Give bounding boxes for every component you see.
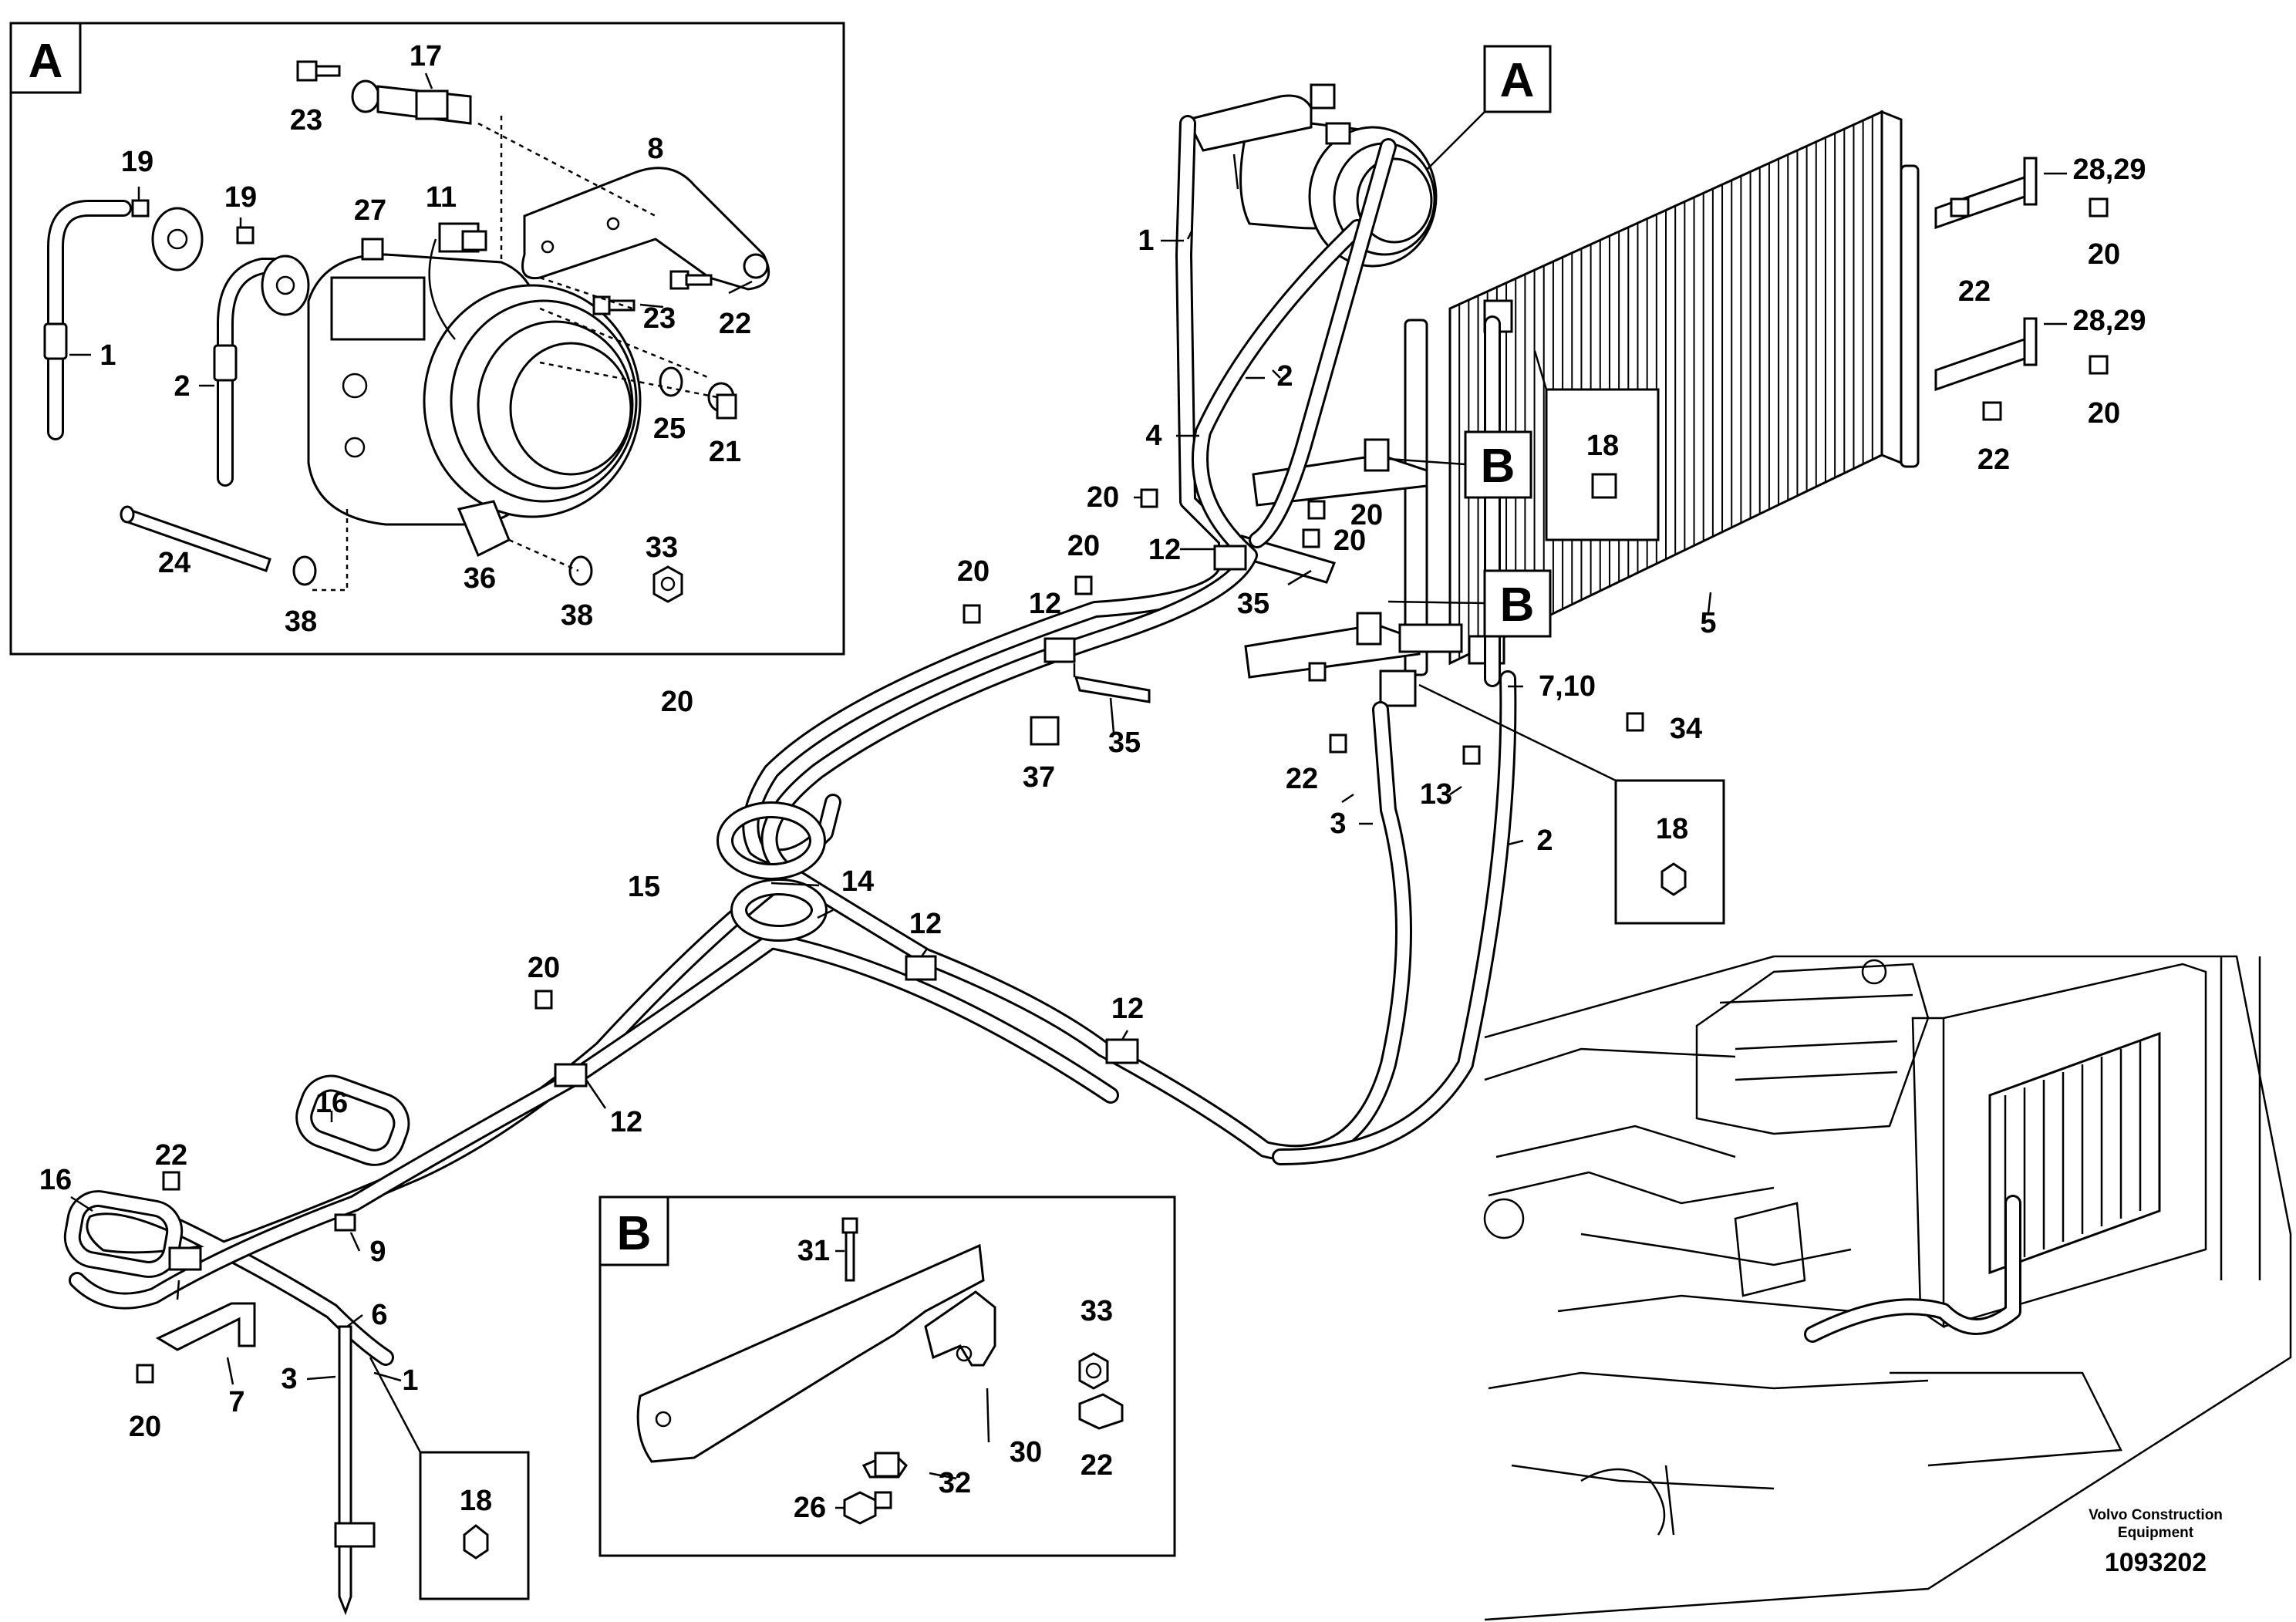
callout-b-31: 31 <box>797 1235 830 1267</box>
callout-b-33: 33 <box>1081 1295 1113 1327</box>
callout-m-5: 5 <box>1700 607 1716 639</box>
document-number: 1093202 <box>2105 1548 2207 1577</box>
callout-m-22b: 22 <box>1286 763 1318 795</box>
callout-23: 23 <box>290 104 322 137</box>
callout-22: 22 <box>719 308 751 340</box>
callout-m-20h: 20 <box>2088 238 2120 271</box>
callout-m-20d: 20 <box>957 555 990 588</box>
callout-m-13: 13 <box>1420 778 1452 811</box>
callout-8: 8 <box>647 133 663 165</box>
callout-24: 24 <box>158 547 190 579</box>
callout-m-6: 6 <box>371 1299 387 1331</box>
callout-m-12b: 12 <box>1029 588 1061 620</box>
callout-m-7-10: 7,10 <box>1539 670 1596 703</box>
callout-m-35a: 35 <box>1237 588 1269 620</box>
callout-m-22d: 22 <box>1977 443 2010 476</box>
callout-m-7: 7 <box>228 1386 244 1418</box>
callout-m-14: 14 <box>841 865 874 898</box>
detail-b-panel: B 31 33 22 30 32 26 <box>598 1195 1176 1557</box>
callout-m-28-29b: 28,29 <box>2072 305 2146 337</box>
callout-m-20a: 20 <box>1087 481 1119 514</box>
callout-m-20j: 20 <box>661 686 693 718</box>
callout-21: 21 <box>709 436 741 468</box>
callout-m-4: 4 <box>1145 420 1161 452</box>
callout-m-1b: 1 <box>402 1364 418 1397</box>
detail-a-panel: A <box>9 22 845 656</box>
callout-m-9: 9 <box>369 1236 386 1268</box>
callout-19b: 19 <box>224 181 257 214</box>
callout-m-20f: 20 <box>528 952 560 984</box>
callout-b-32: 32 <box>939 1467 971 1499</box>
callout-23b: 23 <box>643 302 676 335</box>
marker-a: A <box>1500 54 1535 107</box>
callout-m-16a: 16 <box>315 1087 348 1119</box>
compressor-main <box>1185 83 1438 268</box>
callout-m-20c: 20 <box>1333 524 1366 557</box>
callout-38b: 38 <box>561 599 593 632</box>
callout-m-3a: 3 <box>281 1363 297 1395</box>
callout-m-12c: 12 <box>909 908 942 940</box>
callout-11: 11 <box>426 181 457 214</box>
callout-17: 17 <box>410 40 442 73</box>
callout-19: 19 <box>121 146 153 178</box>
callout-m-35b: 35 <box>1108 727 1141 759</box>
callout-1: 1 <box>99 339 116 372</box>
callout-m-2: 2 <box>1276 360 1293 393</box>
callout-m-20i: 20 <box>2088 397 2120 430</box>
publisher-line1: Volvo Construction <box>2089 1507 2223 1523</box>
callout-2: 2 <box>174 370 190 403</box>
callout-m-20b: 20 <box>1350 499 1383 531</box>
callout-25: 25 <box>653 413 686 445</box>
box18-mid-label: 18 <box>1656 813 1688 845</box>
callout-36: 36 <box>464 562 496 595</box>
main-assembly: 18 18 18 A B B <box>39 45 2146 1616</box>
callout-m-28-29a: 28,29 <box>2072 153 2146 186</box>
machine-locator-view <box>1483 955 2292 1621</box>
detail-a-letter: A <box>29 35 63 88</box>
callout-m-12a: 12 <box>1148 534 1181 566</box>
callout-m-22a: 22 <box>155 1139 187 1172</box>
marker-b-lower: B <box>1500 578 1535 632</box>
callout-m-22c: 22 <box>1958 275 1991 308</box>
callout-m-15: 15 <box>628 871 660 903</box>
callout-38: 38 <box>285 605 317 638</box>
box18-upper-label: 18 <box>1586 430 1619 462</box>
callout-b-30: 30 <box>1010 1436 1042 1469</box>
detail-b-letter: B <box>617 1207 652 1260</box>
callout-m-20g: 20 <box>129 1411 161 1443</box>
figure-footer: Volvo Construction Equipment 1093202 <box>2089 1507 2223 1577</box>
compressor-detail <box>307 222 642 558</box>
callout-27: 27 <box>354 194 386 227</box>
callout-m-12e: 12 <box>610 1106 642 1138</box>
callout-b-26: 26 <box>794 1492 826 1524</box>
callout-m-20e: 20 <box>1067 530 1100 562</box>
box18-lower-label: 18 <box>460 1485 492 1517</box>
callout-m-1: 1 <box>1138 224 1154 257</box>
callout-m-16b: 16 <box>39 1164 72 1196</box>
callout-33: 33 <box>646 531 678 564</box>
callout-m-37: 37 <box>1023 761 1055 794</box>
callout-m-34: 34 <box>1670 713 1702 745</box>
publisher-line2: Equipment <box>2118 1525 2194 1541</box>
callout-m-3b: 3 <box>1330 808 1346 840</box>
callout-b-22: 22 <box>1081 1449 1113 1482</box>
marker-b-upper: B <box>1481 440 1515 493</box>
callout-m-12d: 12 <box>1111 993 1144 1025</box>
callout-m-2b: 2 <box>1536 824 1553 857</box>
